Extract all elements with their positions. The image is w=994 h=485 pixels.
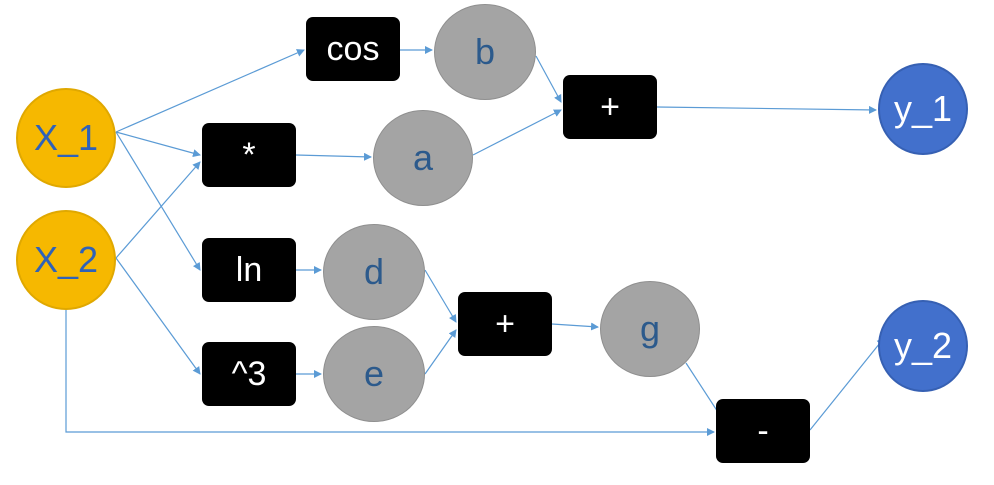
input-node-x2: X_2 <box>16 210 116 310</box>
input-node-x1: X_1 <box>16 88 116 188</box>
output-node-y2: y_2 <box>878 300 968 392</box>
intermediate-node-a: a <box>373 110 473 206</box>
edge-x2-cube <box>115 257 201 375</box>
intermediate-node-d: d <box>323 224 425 320</box>
edge-x2-mul <box>115 161 201 259</box>
intermediate-node-b: b <box>434 4 536 100</box>
edge-x1-mul <box>115 131 201 158</box>
edge-plus2-g <box>551 322 599 331</box>
operator-add-bottom: + <box>458 292 552 356</box>
edge-plus1-y1 <box>656 105 877 114</box>
edge-x1-cos <box>115 49 305 133</box>
edge-x1-ln <box>115 131 201 271</box>
edge-a-plus1 <box>472 109 562 156</box>
edge-d-plus2 <box>424 269 457 323</box>
intermediate-node-g: g <box>600 281 700 377</box>
edge-x2-minus <box>65 310 715 436</box>
operator-subtract: - <box>716 399 810 463</box>
output-node-y1: y_1 <box>878 63 968 155</box>
operator-cos: cos <box>306 17 400 81</box>
edge-mul-a <box>295 152 372 161</box>
operator-add-top: + <box>563 75 657 139</box>
edge-e-plus2 <box>424 329 457 375</box>
operator-ln: ln <box>202 238 296 302</box>
operator-multiply: * <box>202 123 296 187</box>
edge-b-plus1 <box>535 55 562 103</box>
operator-cube: ^3 <box>202 342 296 406</box>
edge-minus-y2 <box>809 337 885 431</box>
intermediate-node-e: e <box>323 326 425 422</box>
